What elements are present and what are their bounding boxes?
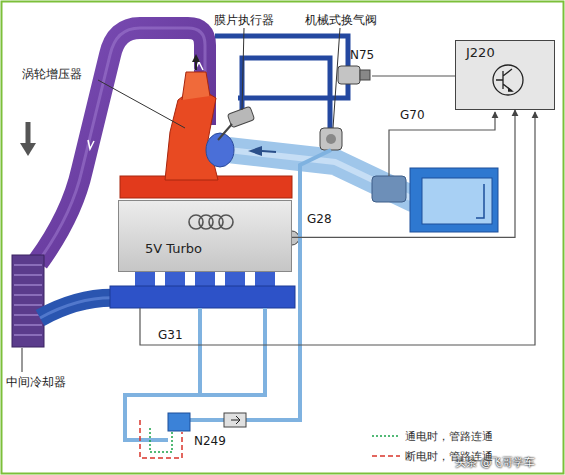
flow-arrow [20,143,36,156]
component-code: N249 [194,434,226,448]
control-pipe [238,82,348,98]
check-valve [231,416,240,424]
n249-valve [168,413,190,431]
leader-line [242,28,244,110]
component-code: G28 [307,212,332,226]
legend-text: 断电时，管路连通 [405,449,493,464]
vacuum-line [200,308,265,395]
part-name: 中间冷却器 [6,374,66,391]
signal-wire [372,75,455,76]
intercooler [12,255,44,347]
leader-line [22,28,340,372]
air-filter [476,184,484,218]
intake-pipe-highlight [40,298,118,318]
check-valve [224,413,246,427]
diaphragm-actuator [218,124,232,140]
component-code: N75 [350,48,374,62]
intake-manifold [110,266,295,308]
intake-manifold [110,286,295,308]
part-name: 涡轮增压器 [22,66,82,83]
engine-name: 5V Turbo [145,241,202,256]
flow-arrow [26,122,31,145]
recirculation-valve [326,134,336,144]
unit-name: J220 [466,45,495,60]
leader-line [22,348,23,372]
air-filter [372,168,498,232]
exhaust-manifold [182,72,210,100]
recirculation-valve [320,128,342,150]
vacuum-line [125,150,331,440]
exhaust-manifold [120,54,292,198]
fresh-air-pipe [248,146,262,156]
deenergized-path [140,420,182,458]
recirculation-valve [320,128,342,150]
air-filter [422,178,492,224]
signal-wire [292,110,515,237]
intercooler [12,255,44,347]
control-pipe [242,58,330,130]
exhaust-manifold [165,86,218,180]
intake-pipe [40,298,118,318]
connector-layer [292,110,515,237]
fresh-air-pipe [262,151,276,152]
air-filter [372,176,406,202]
energized-path [150,428,172,452]
intercooler [14,265,42,335]
diaphragm-actuator [218,106,255,140]
control-pipe [215,36,348,130]
legend-swatch [372,455,400,457]
n75-valve [360,70,370,80]
vacuum-line [190,418,224,422]
leader-line [98,80,185,128]
component-code: G31 [158,328,183,342]
part-name: 机械式换气阀 [305,12,377,29]
vacuum-line [125,308,200,440]
flow-arrow [20,122,36,156]
air-filter [410,168,498,232]
n75-valve [338,66,360,84]
n75-valve [338,66,370,84]
check-valve [224,413,246,427]
legend-swatch [372,435,400,437]
exhaust-manifold [192,54,200,62]
charge-air-pipe [88,140,94,149]
control-unit-box: J220 [455,40,555,110]
vacuum-line [300,150,331,240]
part-name: 膜片执行器 [214,12,274,29]
component-code: G70 [400,108,425,122]
leader-line [333,28,340,128]
engine-block: 5V Turbo [118,200,292,272]
legend-text: 通电时，管路连通 [405,429,493,444]
